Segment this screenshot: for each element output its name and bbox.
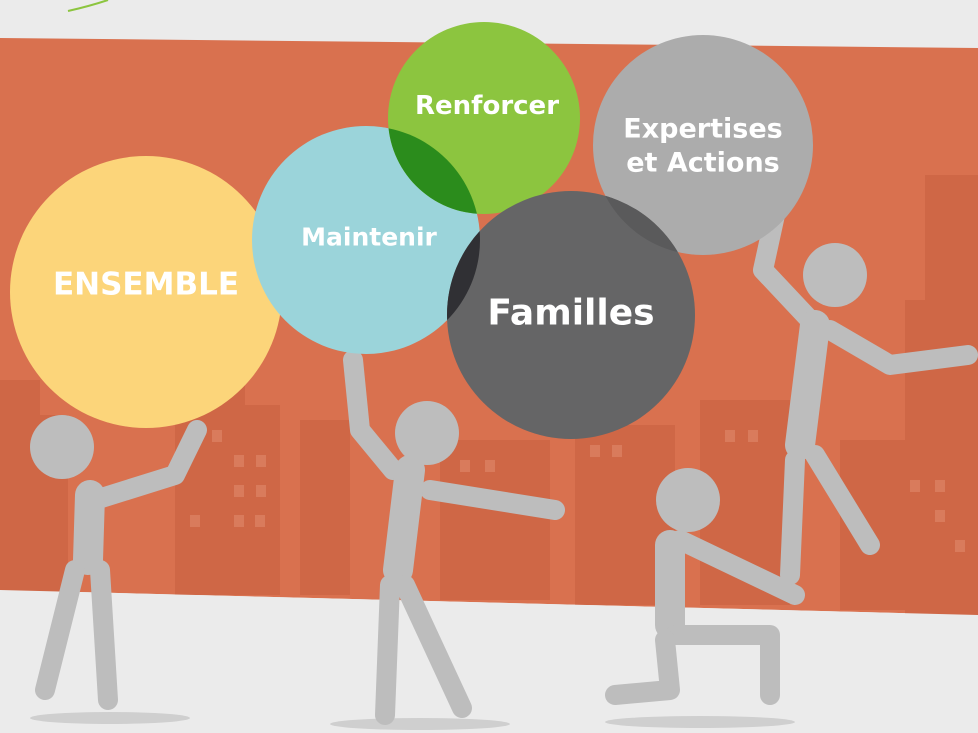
figure-heads (30, 243, 867, 532)
figure-right (753, 205, 978, 585)
overlap-renforcer-maintenir (388, 126, 480, 214)
label-familles: Familles (487, 292, 655, 334)
circles (10, 22, 813, 439)
figure-kneeling (605, 530, 805, 705)
label-expertises-line1: Expertises (623, 113, 783, 145)
logo-curve (67, 0, 109, 12)
figure-left (35, 420, 207, 710)
head-right (803, 243, 867, 307)
label-expertises: Expertises et Actions (623, 112, 782, 180)
head-left (30, 415, 94, 479)
label-renforcer: Renforcer (414, 90, 560, 121)
figure-middle (343, 350, 565, 725)
ground (0, 590, 978, 733)
label-ensemble: ENSEMBLE (52, 266, 240, 303)
figure-shadows (30, 712, 795, 730)
circle-ensemble (10, 156, 282, 428)
head-kneeling (656, 468, 720, 532)
circle-familles (447, 191, 695, 439)
head-middle (395, 401, 459, 465)
label-maintenir: Maintenir (301, 222, 437, 252)
stick-figures (35, 205, 978, 725)
label-expertises-line2: et Actions (626, 147, 780, 178)
circle-expertises (593, 35, 813, 255)
